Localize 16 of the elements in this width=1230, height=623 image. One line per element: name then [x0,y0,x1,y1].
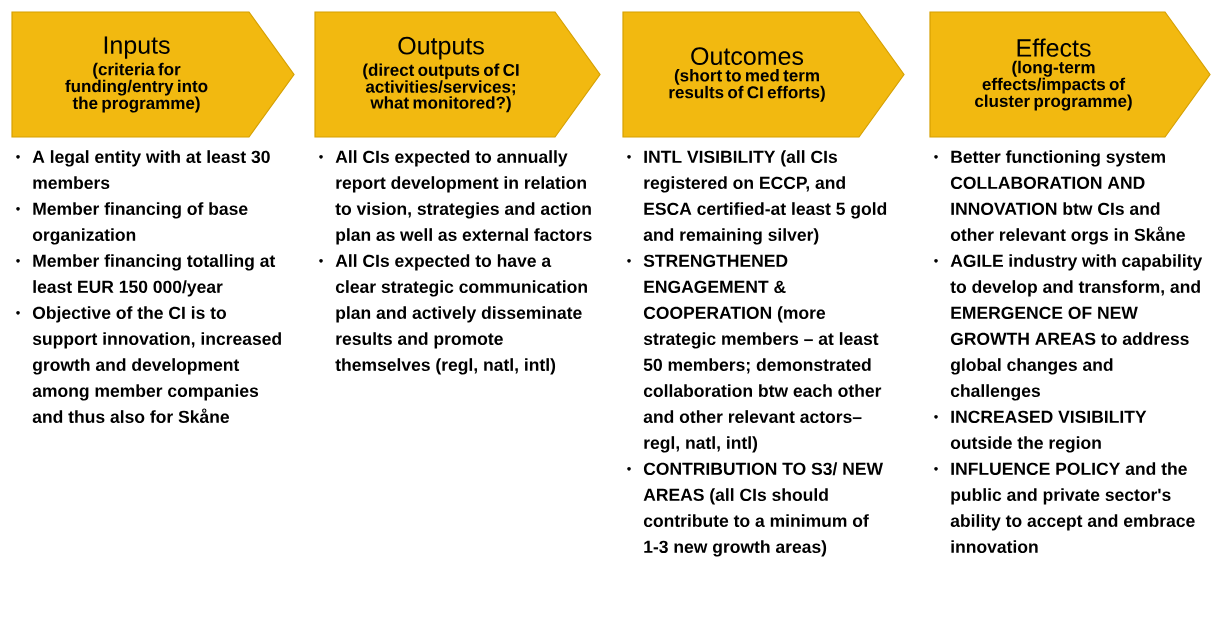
chevron-box: Outcomes (short to med term results of CI efforts) [622,11,905,138]
node-label: Objective of the CI is to support innovation, increased growth and development among member companies and thus also for Skåne [32,306,281,424]
chevron-box: Inputs (criteria for funding/entry into the programme) [11,11,295,138]
node-label: A legal entity with at least 30 members [32,150,270,190]
node-label: INFLUENCE POLICY and the public and private sector's ability to accept and embrace innovation [950,462,1195,554]
bullet-list: A legal entity with at least 30 members Member financing of base organization Member financing totalling at least EUR 150 000/year Objective of the CI is to support innovation, increased growth and development among member companies and thus also for Skåne [16,150,281,424]
node-label: Member financing totalling at least EUR 150 000/year [33,254,276,297]
node-label: Better functioning system COLLABORATION AND INNOVATION btw CIs and other relevant orgs in Skåne [950,150,1185,245]
chevron-box: Outputs (direct outputs of CI activities/services; what monitored?) [314,11,601,138]
node-label: INCREASED VISIBILITY outside the region [950,410,1147,453]
node-label: Member financing of base organization [32,202,248,245]
bullet-list: All CIs expected to annually report development in relation to vision, strategies and action plan as well as external factors All CIs expected to have a clear strategic communication plan and actively disseminate results and promote themselves (regl, natl, intl) [319,150,592,375]
bullet-list: Better functioning system COLLABORATION AND INNOVATION btw CIs and other relevant orgs in Skåne AGILE industry with capability to develop and transform, and EMERGENCE OF NEW GROWTH AREAS to address global changes and challenges INCREASED VISIBILITY outside the region INFLUENCE POLICY and the public and private sector's ability to accept and embrace innovation [934,150,1203,554]
chevron-box: Effects (long-term effects/impacts of cluster programme) [929,11,1211,138]
node-label: AGILE industry with capability to develop and transform, and EMERGENCE OF NEW GROWTH AREAS to address global changes and challenges [950,254,1203,401]
bullet-list: INTL VISIBILITY (all CIs registered on ECCP, and ESCA certified-at least 5 gold and remaining silver) STRENGTHENED ENGAGEMENT & COOPERATION (more strategic members – at least 50 members; demonstrated collaboration btw each other and other relevant actors– regl, natl, intl) CONTRIBUTION TO S3/ NEW AREAS (all CIs should contribute to a minimum of 1-3 new growth areas) [627,150,887,557]
